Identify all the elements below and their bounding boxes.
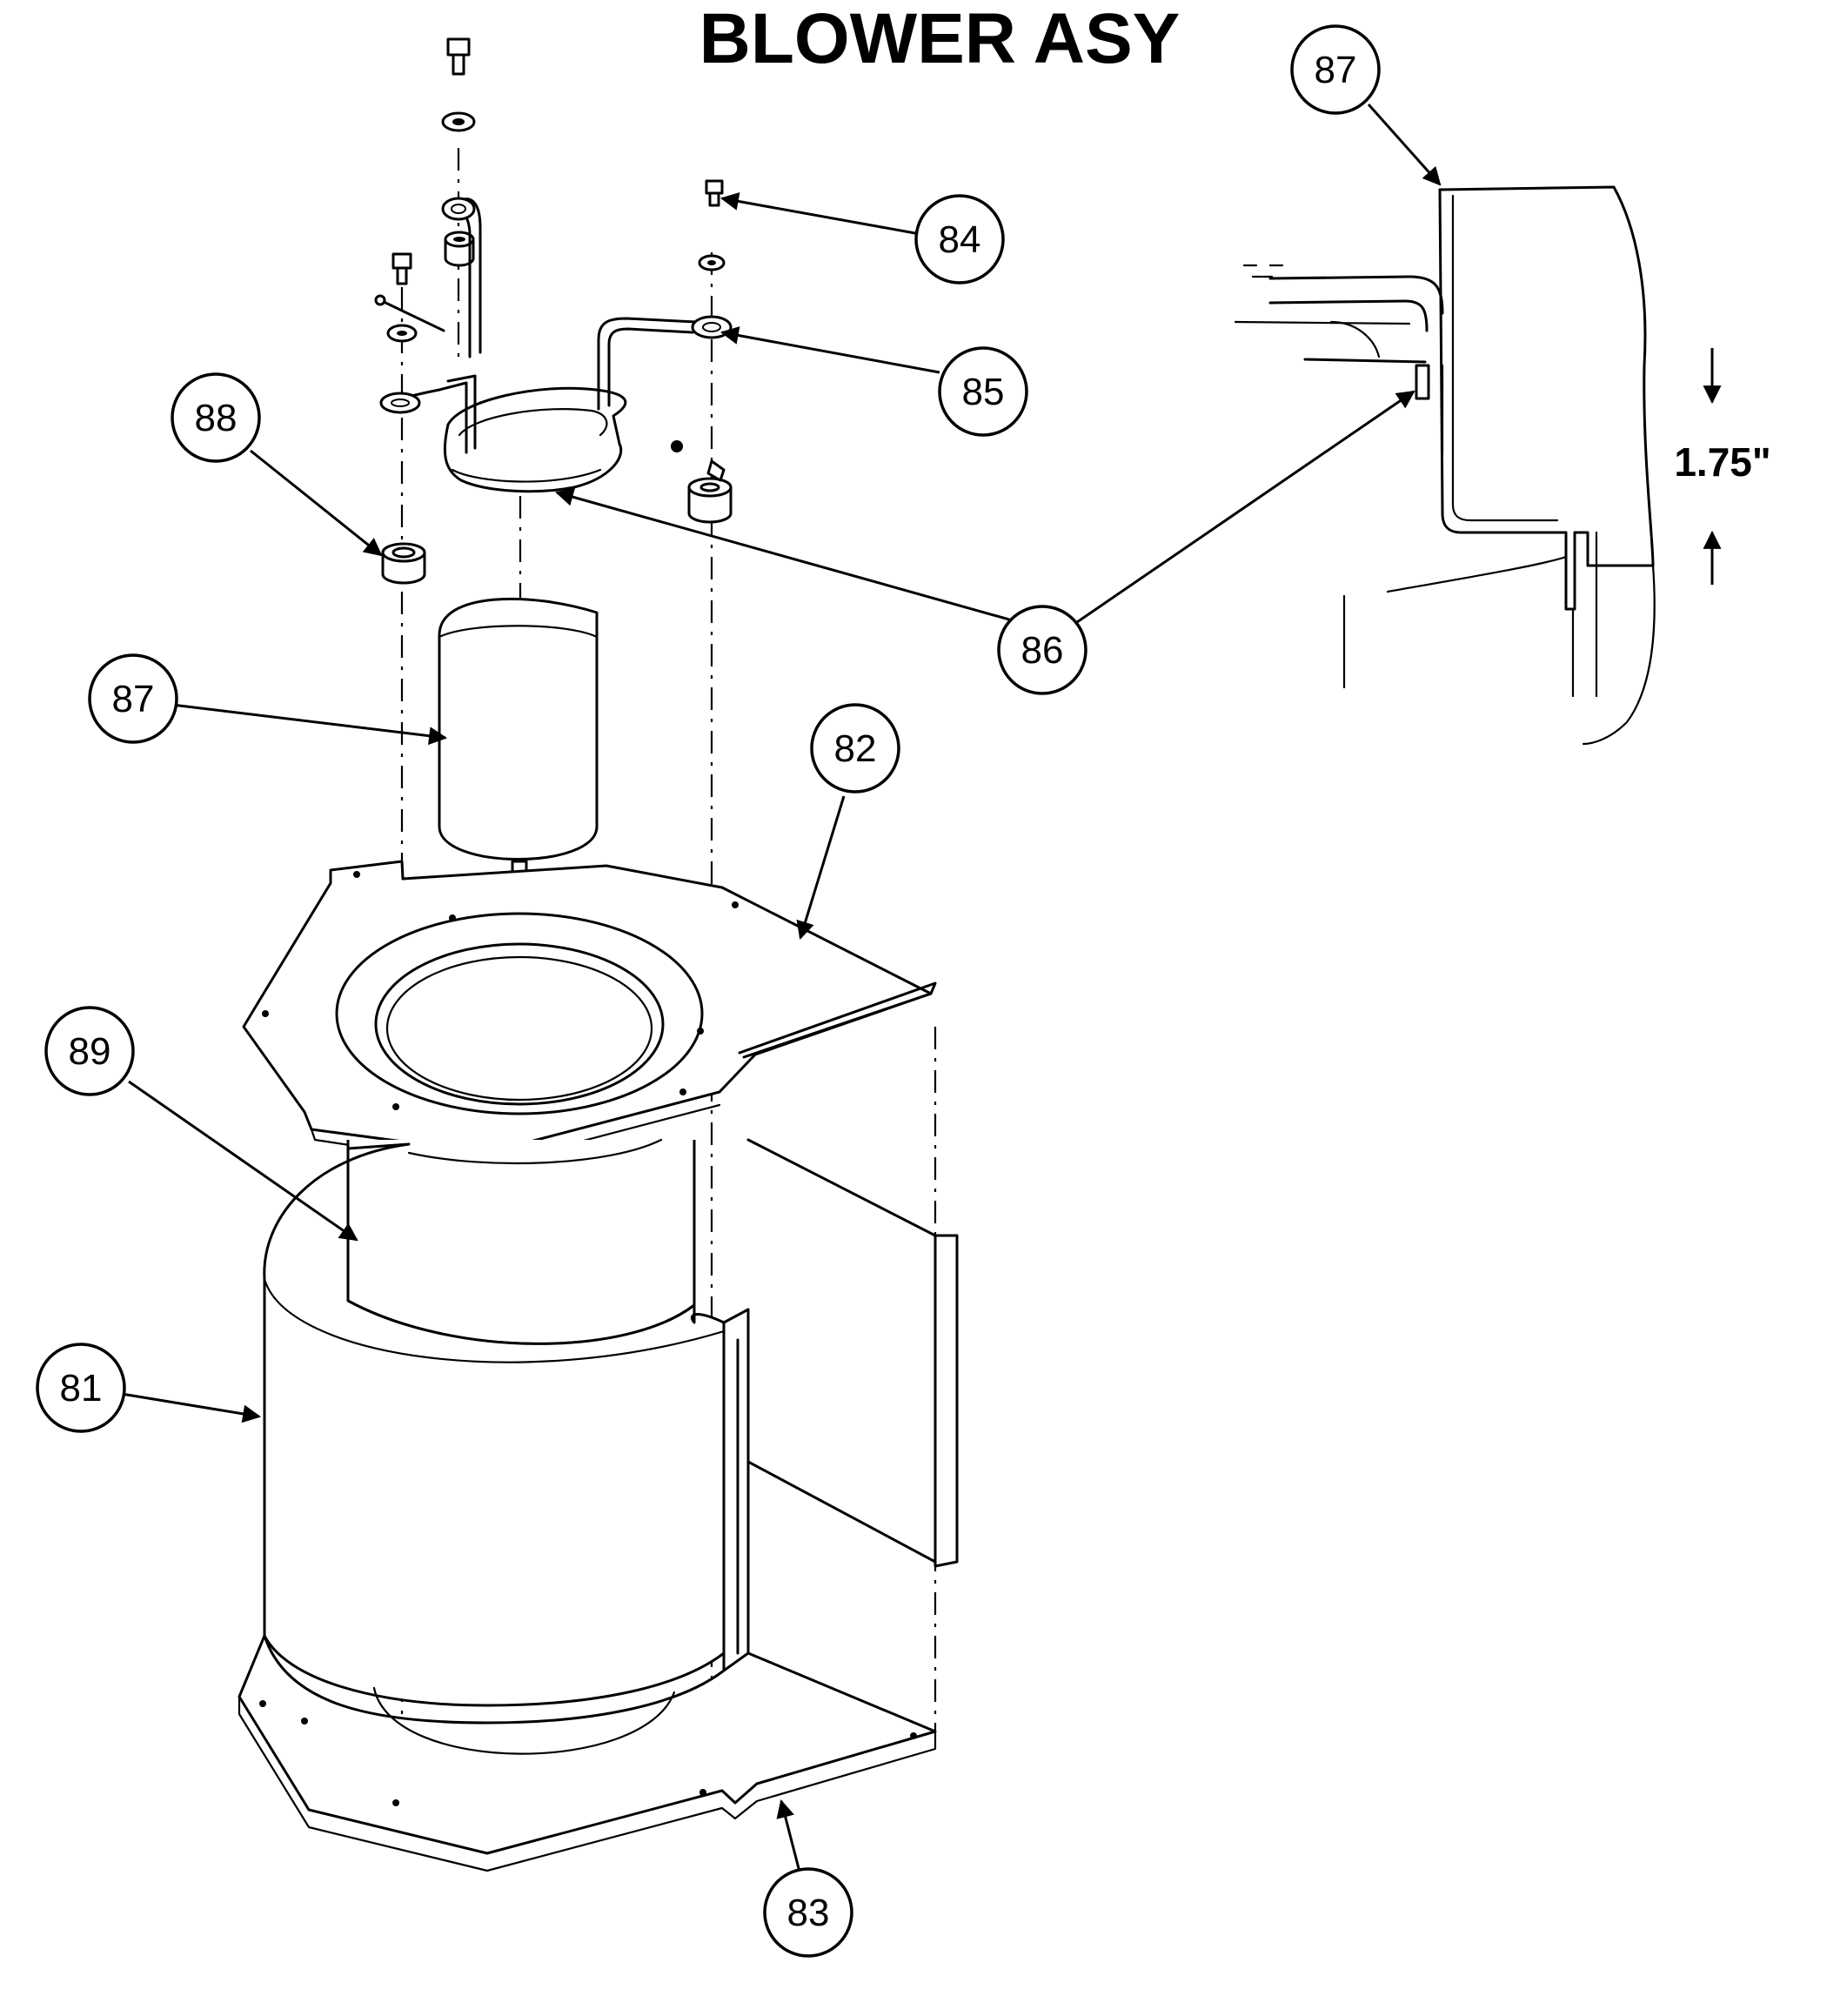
diagram-title: BLOWER ASY (699, 0, 1181, 78)
callout-83-label: 83 (787, 1892, 830, 1934)
callout-89: 89 (44, 1006, 135, 1096)
top-screw (446, 37, 471, 76)
small-nut (671, 440, 683, 452)
callout-86: 86 (997, 605, 1087, 695)
pin (374, 294, 445, 332)
callout-87-detail-label: 87 (1315, 49, 1357, 91)
bracket-leg-upper (441, 197, 482, 358)
callout-84: 84 (914, 194, 1005, 285)
dimension-label: 1.75" (1674, 439, 1770, 485)
callout-89-label: 89 (69, 1030, 111, 1073)
callout-85-label: 85 (962, 371, 1005, 413)
callout-87-detail: 87 (1290, 24, 1381, 115)
grommet-88 (381, 542, 426, 585)
callout-81: 81 (36, 1343, 126, 1433)
grommet-right (687, 459, 733, 524)
top-washer (441, 111, 476, 132)
motor-mount-bracket (443, 386, 627, 493)
callout-87: 87 (88, 653, 178, 744)
scroll-housing (263, 1138, 959, 1707)
detail-view (1234, 185, 1656, 746)
callout-85: 85 (938, 346, 1028, 437)
blower-wheel (346, 1138, 696, 1345)
callout-82: 82 (810, 703, 900, 794)
top-plate (242, 860, 937, 1168)
callout-83: 83 (763, 1867, 853, 1958)
callout-81-label: 81 (60, 1367, 103, 1410)
callout-86-label: 86 (1021, 629, 1064, 672)
callout-87-label: 87 (112, 678, 155, 720)
callout-leaders (121, 104, 1442, 1876)
dimension-indicator: 1.75" (1674, 348, 1771, 585)
grommet-upper-left (444, 231, 475, 267)
screw-84 (698, 179, 726, 271)
bottom-plate (238, 1634, 937, 1872)
callout-88: 88 (171, 372, 261, 463)
callout-88-label: 88 (195, 397, 238, 439)
bracket-leg-left (379, 374, 477, 454)
left-screw (386, 252, 418, 343)
callout-84-label: 84 (939, 218, 981, 261)
callout-82-label: 82 (834, 727, 877, 770)
